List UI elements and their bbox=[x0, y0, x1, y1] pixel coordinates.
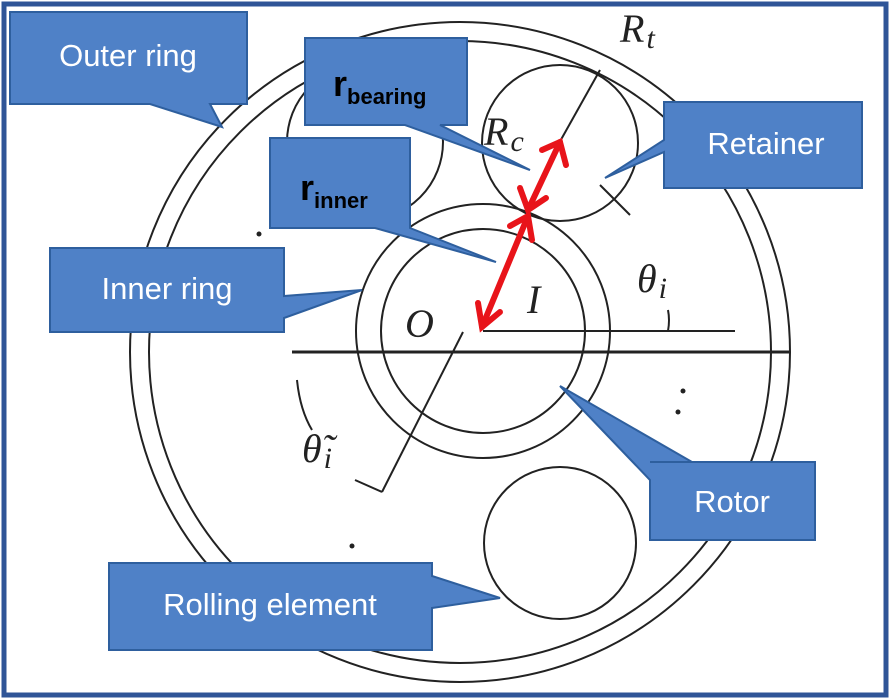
callout-rolling-element-label: Rolling element bbox=[163, 587, 377, 622]
callout-rotor: Rotor bbox=[559, 385, 816, 541]
label-I: I bbox=[526, 277, 542, 322]
label-O: O bbox=[405, 301, 434, 346]
callout-outer-ring-label: Outer ring bbox=[59, 38, 197, 73]
dot-right-1 bbox=[680, 388, 686, 394]
theta-tilde-line bbox=[381, 331, 464, 493]
dot-bottom bbox=[349, 543, 355, 549]
label-R-t: Rt bbox=[619, 6, 655, 55]
callout-inner-ring-label: Inner ring bbox=[102, 271, 233, 306]
callout-retainer-label: Retainer bbox=[707, 126, 824, 161]
callout-outer-ring: Outer ring bbox=[9, 11, 248, 129]
rolling-element-top bbox=[481, 64, 639, 222]
theta-i-arc bbox=[667, 309, 670, 332]
retainer-radius-line bbox=[557, 69, 601, 146]
dot-right-2 bbox=[675, 409, 681, 415]
callout-rotor-label: Rotor bbox=[694, 484, 770, 519]
r-bearing-arrow bbox=[517, 137, 569, 215]
theta-tilde-arc bbox=[296, 379, 313, 431]
callout-inner-ring: Inner ring bbox=[49, 247, 363, 333]
theta-tilde-tick bbox=[354, 479, 383, 493]
callout-rolling-element: Rolling element bbox=[108, 562, 501, 651]
dot-left bbox=[256, 231, 262, 237]
callout-r-bearing-label: rbearing bbox=[333, 63, 426, 109]
rolling-element-bottom bbox=[483, 466, 637, 620]
r-inner-arrow bbox=[475, 211, 535, 333]
retainer-arc-line bbox=[599, 184, 631, 216]
callout-retainer: Retainer bbox=[604, 101, 863, 189]
callout-r-bearing: rbearing bbox=[304, 37, 531, 171]
callout-r-inner-label: rinner bbox=[300, 167, 368, 213]
label-R-c: Rc bbox=[483, 109, 524, 158]
label-theta-i: θi bbox=[637, 256, 667, 305]
callout-r-inner: rinner bbox=[269, 137, 497, 263]
